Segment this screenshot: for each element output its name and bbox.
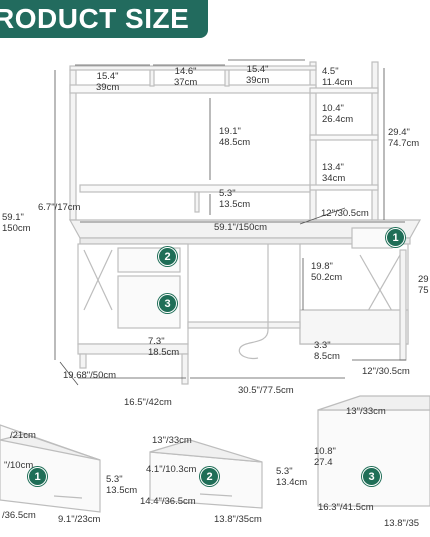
drawer-badge-2: 2	[200, 467, 219, 486]
d1-width-label: /21cm	[10, 430, 36, 441]
stand-depth-label: 6.7"/17cm	[38, 202, 81, 213]
d2-width-label: 13"/33cm	[152, 435, 192, 446]
d1-depth-label: /36.5cm	[2, 510, 36, 521]
d3-height-label: 10.8"27.4	[314, 446, 336, 468]
knee-height-label: 19.8"50.2cm	[311, 261, 343, 283]
badge-1: 1	[386, 228, 405, 247]
badge-2: 2	[158, 247, 177, 266]
d1-height-b-label: 5.3"13.5cm	[106, 474, 138, 496]
drawer-3-illustration	[317, 409, 430, 507]
shelf-left-width-label: 15.4"39cm	[96, 71, 120, 93]
d2-depth-label: 14.4"/36.5cm	[140, 496, 196, 507]
total-height-label: 59.1"150cm	[2, 212, 31, 234]
product-size-banner: RODUCT SIZE	[0, 0, 208, 38]
d3-front-label: 13.8"/35	[384, 518, 420, 529]
d2-front-label: 13.8"/35cm	[214, 514, 262, 525]
monitor-stand	[79, 184, 311, 193]
d2-height-label: 5.3"13.4cm	[276, 466, 308, 488]
drawer-badge-3: 3	[362, 467, 381, 486]
drawer-clearance-label: 7.3"18.5cm	[148, 336, 180, 358]
tower-low-gap-label: 13.4"34cm	[322, 162, 346, 184]
desk-width-label: 59.1"/150cm	[214, 222, 268, 233]
knee-width-label: 30.5"/77.5cm	[238, 385, 294, 396]
tower-top-gap-label: 4.5"11.4cm	[322, 66, 353, 88]
d1-front-label: 9.1"/23cm	[58, 514, 101, 525]
left-cabinet-width-label: 16.5"/42cm	[124, 397, 172, 408]
badge-3: 3	[158, 294, 177, 313]
d2-inner-label: 4.1"/10.3cm	[146, 464, 197, 475]
d3-depth-label: 16.3"/41.5cm	[318, 502, 374, 513]
shelf-clearance-label: 3.3"8.5cm	[314, 340, 340, 362]
banner-title: RODUCT SIZE	[0, 3, 190, 34]
tower-mid-gap-label: 10.4"26.4cm	[322, 103, 354, 125]
right-cabinet-width-label: 12"/30.5cm	[362, 366, 410, 377]
shelf-mid-width-label: 14.6"37cm	[174, 66, 198, 88]
hutch-height-label: 19.1"48.5cm	[219, 126, 251, 148]
monitor-stand-height-label: 5.3"13.5cm	[219, 188, 251, 210]
drawer-badge-1: 1	[28, 467, 47, 486]
d3-width-label: 13"/33cm	[346, 406, 386, 417]
shelf-right-width-label: 15.4"39cm	[246, 64, 270, 86]
tower-total-label: 29.4"74.7cm	[388, 127, 420, 149]
d1-height-a-label: "/10cm	[4, 460, 34, 471]
tower-depth-label: 12"/30.5cm	[321, 208, 369, 219]
tower-right-post	[371, 61, 379, 223]
desk-depth-label: 19.68"/50cm	[63, 370, 117, 381]
